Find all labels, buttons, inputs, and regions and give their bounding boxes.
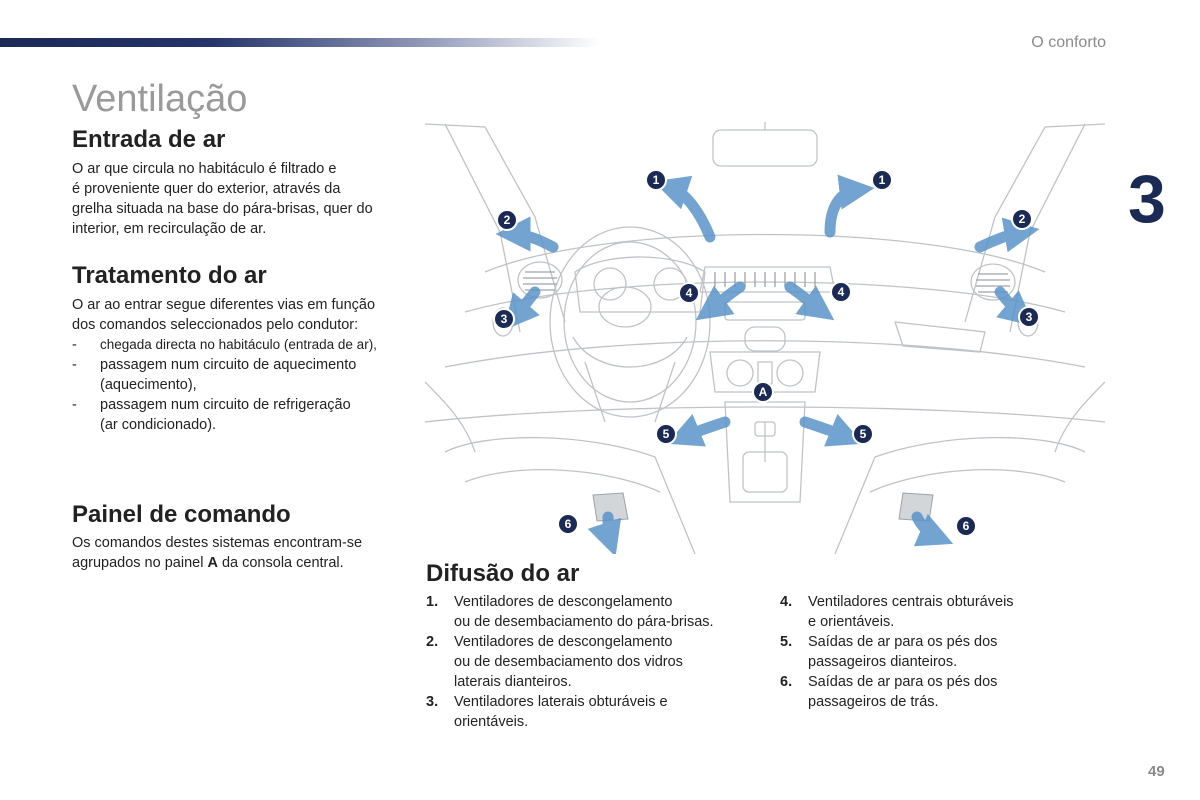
callout-6-left: 6	[557, 513, 579, 535]
svg-text:3: 3	[501, 312, 508, 326]
callout-5-left: 5	[655, 423, 677, 445]
callout-6-right: 6	[955, 515, 977, 537]
bullet-item: - passagem num circuito de refrigeração(…	[72, 397, 351, 433]
svg-text:1: 1	[653, 173, 660, 187]
callout-a-panel: A	[752, 381, 774, 403]
svg-text:2: 2	[504, 213, 511, 227]
callout-1-left: 1	[645, 169, 667, 191]
tratamento-bullets: - chegada directa no habitáculo (entrada…	[72, 335, 412, 435]
callout-3-right: 3	[1018, 306, 1040, 328]
bullet-item: - chegada directa no habitáculo (entrada…	[72, 337, 377, 353]
svg-text:5: 5	[663, 427, 670, 441]
callout-1-right: 1	[871, 169, 893, 191]
callout-3-left: 3	[493, 308, 515, 330]
chapter-number: 3	[1128, 161, 1166, 237]
painel-heading: Painel de comando	[72, 501, 291, 528]
svg-text:4: 4	[686, 286, 693, 300]
section-label: O conforto	[1031, 34, 1106, 51]
header-gradient-bar	[0, 38, 600, 47]
callout-2-left: 2	[496, 209, 518, 231]
callout-2-right: 2	[1011, 208, 1033, 230]
entrada-heading: Entrada de ar	[72, 126, 226, 153]
tratamento-heading: Tratamento do ar	[72, 262, 267, 289]
svg-text:5: 5	[860, 427, 867, 441]
callout-4-right: 4	[830, 281, 852, 303]
svg-text:6: 6	[963, 519, 970, 533]
svg-text:6: 6	[565, 517, 572, 531]
painel-paragraph: Os comandos destes sistemas encontram-se…	[72, 535, 363, 571]
svg-text:4: 4	[838, 285, 845, 299]
svg-text:A: A	[759, 385, 768, 399]
svg-text:2: 2	[1019, 212, 1026, 226]
page-number: 49	[1148, 763, 1165, 780]
ventilation-diagram: 1 1 2 2 3 3 4 4	[425, 122, 1105, 554]
bullet-item: - passagem num circuito de aquecimento(a…	[72, 357, 357, 393]
svg-text:3: 3	[1026, 310, 1033, 324]
difusao-heading: Difusão do ar	[426, 560, 580, 587]
callout-4-left: 4	[678, 282, 700, 304]
svg-text:1: 1	[879, 173, 886, 187]
entrada-paragraph: O ar que circula no habitáculo é filtrad…	[72, 161, 373, 237]
page-title: Ventilação	[72, 78, 248, 120]
callout-5-right: 5	[852, 423, 874, 445]
tratamento-paragraph: O ar ao entrar segue diferentes vias em …	[72, 297, 376, 333]
